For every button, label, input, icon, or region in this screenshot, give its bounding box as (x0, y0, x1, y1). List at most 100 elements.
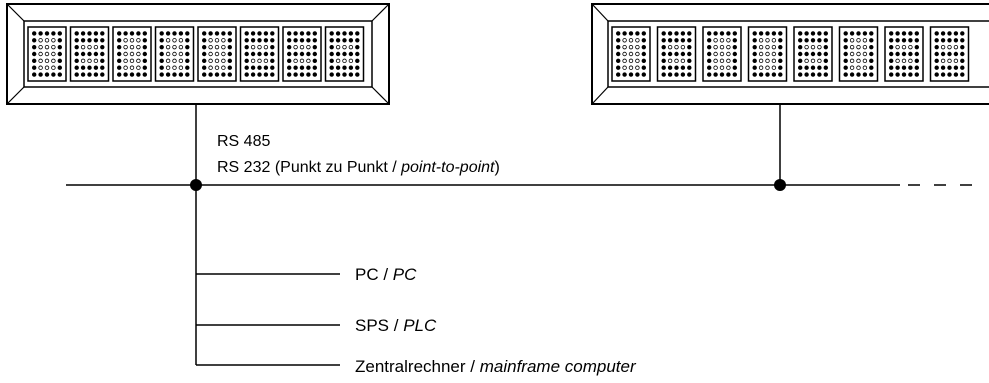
led-dot-on (947, 72, 952, 77)
led-dot-on (159, 51, 164, 57)
led-dot-on (817, 72, 822, 77)
led-dot-off (849, 38, 855, 43)
led-dot-on (227, 58, 232, 64)
led-dot-on (299, 38, 305, 43)
led-dot-off (51, 51, 56, 57)
led-dot-off (947, 44, 952, 50)
led-dot-off (214, 44, 220, 50)
led-dot-on (895, 51, 900, 57)
led-dot-on (798, 65, 803, 70)
led-dot-on (616, 51, 621, 57)
led-dot-on (93, 51, 99, 57)
led-dot-on (263, 65, 269, 70)
led-dot-on (306, 72, 311, 77)
led-dot-off (299, 58, 305, 64)
led-dot-on (661, 58, 666, 64)
led-dot-off (622, 51, 627, 57)
led-dot-on (707, 51, 712, 57)
led-dot-on (355, 31, 360, 36)
led-dot-on (953, 65, 959, 70)
led-dot-on (312, 38, 317, 43)
led-dot-on (32, 51, 37, 57)
led-dot-off (804, 44, 809, 50)
led-dot-on (159, 31, 164, 36)
led-dot-on (758, 31, 764, 36)
led-dot-on (960, 44, 965, 50)
character-cell (838, 26, 879, 82)
led-dot-on (227, 72, 232, 77)
led-dot-off (940, 58, 946, 64)
led-dot-on (726, 31, 731, 36)
character-cell (324, 26, 365, 82)
led-dot-on (342, 51, 347, 57)
led-dot-on (227, 38, 232, 43)
led-dot-off (129, 65, 135, 70)
led-dot-on (843, 58, 848, 64)
led-dot-off (51, 65, 56, 70)
led-dot-on (674, 72, 679, 77)
led-dot-on (889, 38, 894, 43)
led-dot-on (687, 58, 692, 64)
led-dot-off (680, 44, 686, 50)
led-dot-on (329, 51, 334, 57)
led-dot-on (335, 51, 341, 57)
led-dot-on (680, 72, 686, 77)
led-dot-off (263, 44, 269, 50)
led-dot-off (719, 58, 725, 64)
led-dot-on (287, 51, 292, 57)
led-dot-off (87, 44, 92, 50)
led-dot-on (908, 38, 913, 43)
led-dot-off (765, 58, 770, 64)
led-dot-on (823, 58, 828, 64)
led-dot-off (771, 51, 777, 57)
led-dot-on (74, 51, 79, 57)
character-cell (112, 26, 152, 82)
led-dot-off (93, 58, 99, 64)
led-dot-off (165, 51, 171, 57)
led-dot-on (661, 51, 666, 57)
led-dot-on (57, 44, 62, 50)
led-dot-off (856, 58, 861, 64)
led-dot-on (116, 44, 122, 50)
led-dot-on (960, 31, 965, 36)
led-dot-on (616, 65, 621, 70)
led-dot-off (136, 44, 141, 50)
led-dot-on (817, 65, 822, 70)
led-dot-on (804, 51, 809, 57)
led-dot-off (172, 65, 177, 70)
led-dot-on (116, 65, 122, 70)
led-dot-on (856, 72, 861, 77)
led-dot-on (244, 65, 249, 70)
led-dot-on (667, 38, 673, 43)
character-cell (793, 26, 833, 82)
led-dot-off (44, 51, 50, 57)
led-dot-off (817, 44, 822, 50)
led-dot-on (57, 31, 62, 36)
led-dot-off (214, 38, 220, 43)
led-dot-off (136, 38, 141, 43)
led-dot-on (250, 72, 256, 77)
led-dot-on (843, 51, 848, 57)
led-dot-on (674, 31, 679, 36)
led-dot-off (635, 44, 640, 50)
led-dot-on (159, 58, 164, 64)
led-dot-on (901, 65, 907, 70)
led-dot-on (908, 72, 913, 77)
led-dot-off (221, 65, 226, 70)
led-dot-on (687, 38, 692, 43)
led-dot-on (348, 72, 354, 77)
led-dot-on (123, 72, 128, 77)
led-dot-on (201, 72, 207, 77)
led-dot-on (914, 65, 919, 70)
led-dot-on (201, 58, 207, 64)
led-dot-off (342, 44, 347, 50)
led-dot-on (250, 65, 256, 70)
led-dot-on (823, 31, 828, 36)
device-label-pc: PC / PC (355, 265, 417, 284)
led-dot-on (914, 58, 919, 64)
led-dot-on (100, 31, 105, 36)
character-cell (611, 26, 651, 82)
led-dot-on (257, 72, 262, 77)
led-dot-off (713, 44, 718, 50)
led-dot-on (804, 31, 809, 36)
